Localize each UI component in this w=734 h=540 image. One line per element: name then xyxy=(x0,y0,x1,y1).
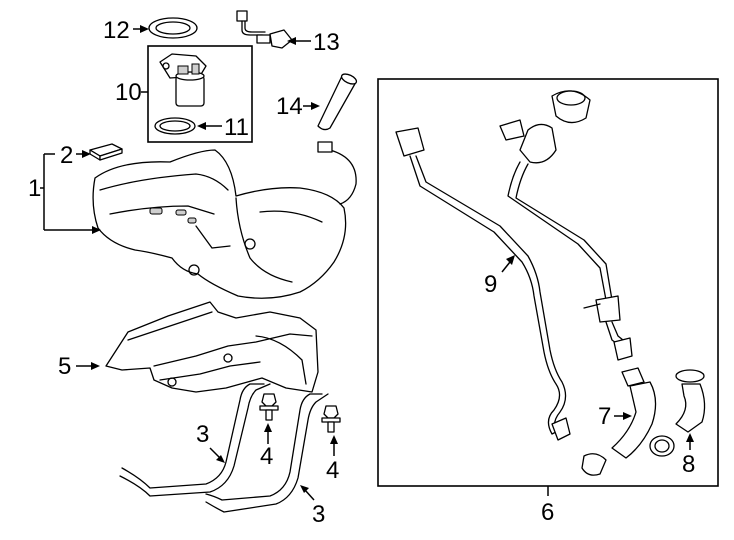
callout-label-1: 1 xyxy=(28,175,41,202)
callout-9: 9 xyxy=(484,255,515,298)
callout-label-4a: 4 xyxy=(260,443,273,470)
callout-14: 14 xyxy=(276,93,320,120)
fuel-filter xyxy=(317,73,358,131)
heat-shield xyxy=(105,301,319,393)
callout-label-13: 13 xyxy=(313,29,340,56)
callout-1: 1 xyxy=(28,153,101,234)
callout-label-10: 10 xyxy=(115,79,142,106)
callout-3-right: 3 xyxy=(300,485,325,528)
callout-6: 6 xyxy=(541,486,554,526)
lock-ring xyxy=(148,17,198,39)
callout-10: 10 xyxy=(115,79,148,106)
fuel-tank xyxy=(92,141,357,299)
callout-4-right: 4 xyxy=(326,435,339,484)
callout-5: 5 xyxy=(58,353,100,380)
callout-12: 12 xyxy=(103,17,149,44)
wiring-harness xyxy=(236,10,293,49)
pump-module-box xyxy=(147,45,253,143)
callout-7: 7 xyxy=(598,403,632,430)
callout-label-3a: 3 xyxy=(196,421,209,448)
vent-hose xyxy=(649,369,706,457)
callout-3-left: 3 xyxy=(196,421,225,463)
callout-label-6: 6 xyxy=(541,499,554,526)
callout-label-9: 9 xyxy=(484,271,497,298)
callout-8: 8 xyxy=(682,433,695,478)
callout-label-2: 2 xyxy=(60,142,73,169)
callout-label-5: 5 xyxy=(58,353,71,380)
callout-2: 2 xyxy=(60,142,91,169)
callout-4-left: 4 xyxy=(260,423,273,470)
filler-pipe xyxy=(499,90,633,361)
strap-bolt-left xyxy=(259,393,279,421)
callout-label-8: 8 xyxy=(682,451,695,478)
tank-strap-right xyxy=(205,393,329,513)
strap-bolt-right xyxy=(321,405,341,433)
pump-seal xyxy=(154,117,196,135)
callout-label-14: 14 xyxy=(276,93,303,120)
callout-label-12: 12 xyxy=(103,17,130,44)
pad xyxy=(89,143,123,161)
tank-strap-left xyxy=(119,383,271,497)
callout-label-11: 11 xyxy=(224,114,249,141)
callout-label-7: 7 xyxy=(598,403,611,430)
callout-13: 13 xyxy=(287,29,340,56)
callout-11: 11 xyxy=(197,114,249,141)
callout-label-4b: 4 xyxy=(326,457,339,484)
callout-label-3b: 3 xyxy=(312,501,325,528)
vent-tube xyxy=(395,127,571,441)
fuel-pump-module xyxy=(159,53,207,107)
filler-hose xyxy=(581,367,657,476)
